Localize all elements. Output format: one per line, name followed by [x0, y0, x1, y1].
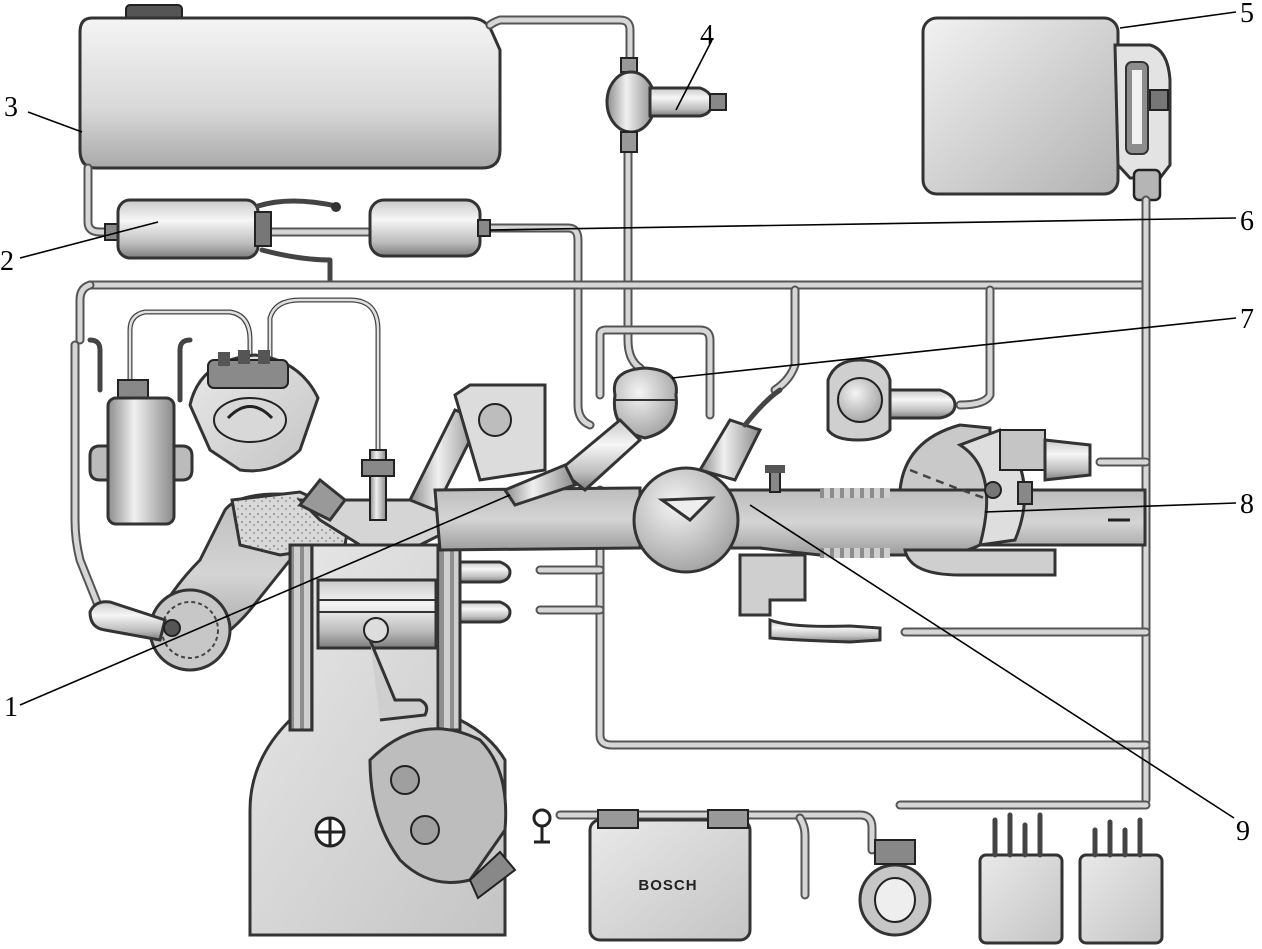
- fuel-tank: [78, 4, 502, 170]
- cylinder-head: [296, 383, 547, 547]
- temperature-sensors: [458, 553, 882, 644]
- callout-1: 1: [4, 692, 18, 723]
- callout-7: 7: [1240, 304, 1254, 335]
- callout-8: 8: [1240, 489, 1254, 520]
- callout-6: 6: [1240, 206, 1254, 237]
- callout-9: 9: [1236, 816, 1250, 847]
- callout-4: 4: [700, 20, 714, 51]
- callout-3: 3: [4, 92, 18, 123]
- leader-lines: [19, 11, 1237, 819]
- callout-5: 5: [1240, 0, 1254, 29]
- ignition-coil: [88, 379, 194, 526]
- fuel-filter: [368, 198, 491, 258]
- ignition-leads: [87, 297, 381, 463]
- battery: BOSCH: [532, 808, 752, 942]
- idle-valve: [826, 358, 957, 442]
- control-unit: [921, 16, 1172, 202]
- callout-2: 2: [0, 246, 14, 277]
- pressure-regulator: [502, 366, 783, 507]
- battery-brand: BOSCH: [638, 877, 697, 894]
- canister-valve: [605, 57, 727, 153]
- distributor: [188, 350, 320, 473]
- callout-labels: 1 2 3 4 5 6 7 8 9: [0, 0, 1254, 847]
- relay-units: [858, 812, 1164, 945]
- fuel-lines: [83, 15, 715, 430]
- engine-block: [248, 543, 517, 937]
- fuel-pump: [104, 198, 341, 285]
- intake-manifold: [433, 423, 1147, 577]
